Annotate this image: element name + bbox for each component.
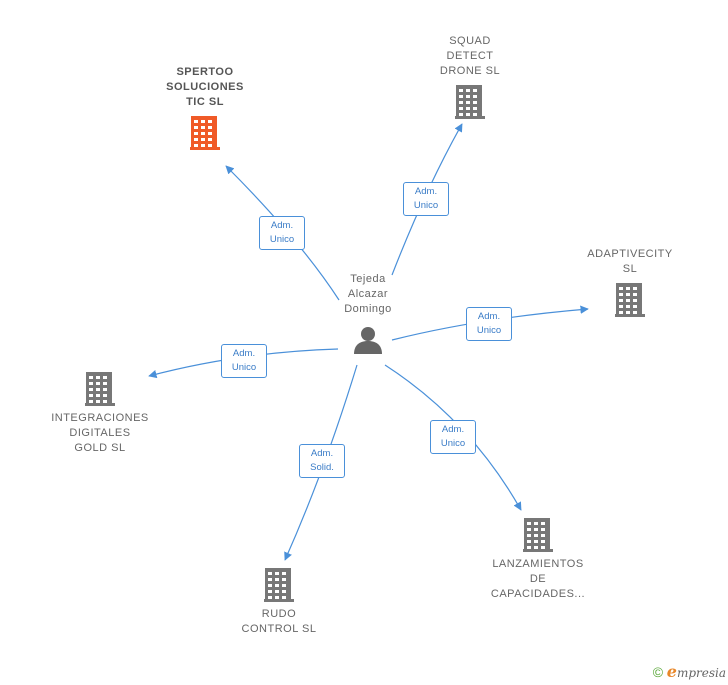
company-node-spertoo[interactable]: SPERTOO SOLUCIONES TIC SL bbox=[145, 65, 265, 150]
company-name-line-1: ADAPTIVECITY bbox=[587, 248, 673, 260]
role-label-squad: Adm. Unico bbox=[403, 182, 449, 216]
building-icon bbox=[570, 283, 690, 317]
role-line-1: Adm. bbox=[441, 424, 465, 435]
company-node-integraciones[interactable]: INTEGRACIONES DIGITALES GOLD SL bbox=[40, 372, 160, 456]
person-name-line-1: Tejeda bbox=[350, 273, 386, 285]
company-node-adaptivecity[interactable]: ADAPTIVECITY SL bbox=[570, 247, 690, 317]
role-line-1: Adm. bbox=[310, 448, 334, 459]
company-name-line-1: SQUAD bbox=[449, 35, 491, 47]
person-name-line-2: Alcazar bbox=[347, 288, 389, 300]
company-name-line-2: SL bbox=[622, 263, 638, 275]
brand-name: mpresia bbox=[676, 666, 726, 680]
company-name-line-2: DE bbox=[529, 573, 547, 585]
company-name-line-1: SPERTOO bbox=[176, 66, 234, 78]
company-node-lanzamientos[interactable]: LANZAMIENTOS DE CAPACIDADES... bbox=[478, 518, 598, 602]
company-name-line-2: DETECT bbox=[446, 50, 494, 62]
role-label-adaptivecity: Adm. Unico bbox=[466, 307, 512, 341]
brand-initial: e bbox=[666, 662, 677, 681]
role-label-spertoo: Adm. Unico bbox=[259, 216, 305, 250]
company-name-line-3: DRONE SL bbox=[439, 65, 501, 77]
company-name-line-2: CONTROL SL bbox=[241, 623, 317, 635]
company-name-line-2: SOLUCIONES bbox=[166, 81, 244, 93]
company-name-line-2: DIGITALES bbox=[69, 427, 131, 439]
role-line-1: Adm. bbox=[477, 311, 501, 322]
building-icon bbox=[219, 568, 339, 602]
role-line-1: Adm. bbox=[270, 220, 294, 231]
company-name-line-3: TIC SL bbox=[186, 96, 224, 108]
brand-logo: empresia bbox=[667, 662, 726, 681]
copyright-symbol: © bbox=[652, 664, 664, 680]
building-icon bbox=[478, 518, 598, 552]
person-name-line-3: Domingo bbox=[344, 303, 392, 315]
role-label-rudo: Adm. Solid. bbox=[299, 444, 345, 478]
role-line-2: Unico bbox=[476, 325, 502, 336]
role-line-1: Adm. bbox=[232, 348, 256, 359]
company-name-line-3: GOLD SL bbox=[74, 442, 126, 454]
company-name-line-1: RUDO bbox=[261, 608, 297, 620]
company-node-squad[interactable]: SQUAD DETECT DRONE SL bbox=[410, 34, 530, 119]
role-line-2: Solid. bbox=[310, 462, 334, 473]
company-node-rudo[interactable]: RUDO CONTROL SL bbox=[219, 568, 339, 637]
role-label-integraciones: Adm. Unico bbox=[221, 344, 267, 378]
role-line-2: Unico bbox=[269, 234, 295, 245]
building-icon bbox=[40, 372, 160, 406]
role-line-1: Adm. bbox=[414, 186, 438, 197]
role-label-lanzamientos: Adm. Unico bbox=[430, 420, 476, 454]
company-name-line-1: LANZAMIENTOS bbox=[492, 558, 584, 570]
person-icon bbox=[354, 327, 382, 354]
person-node[interactable]: Tejeda Alcazar Domingo bbox=[318, 272, 418, 360]
building-icon bbox=[410, 85, 530, 119]
company-name-line-3: CAPACIDADES... bbox=[490, 588, 586, 600]
role-line-2: Unico bbox=[413, 200, 439, 211]
role-line-2: Unico bbox=[440, 438, 466, 449]
role-line-2: Unico bbox=[231, 362, 257, 373]
company-name-line-1: INTEGRACIONES bbox=[51, 412, 149, 424]
building-icon bbox=[145, 116, 265, 150]
empresia-watermark: © empresia bbox=[653, 662, 726, 681]
